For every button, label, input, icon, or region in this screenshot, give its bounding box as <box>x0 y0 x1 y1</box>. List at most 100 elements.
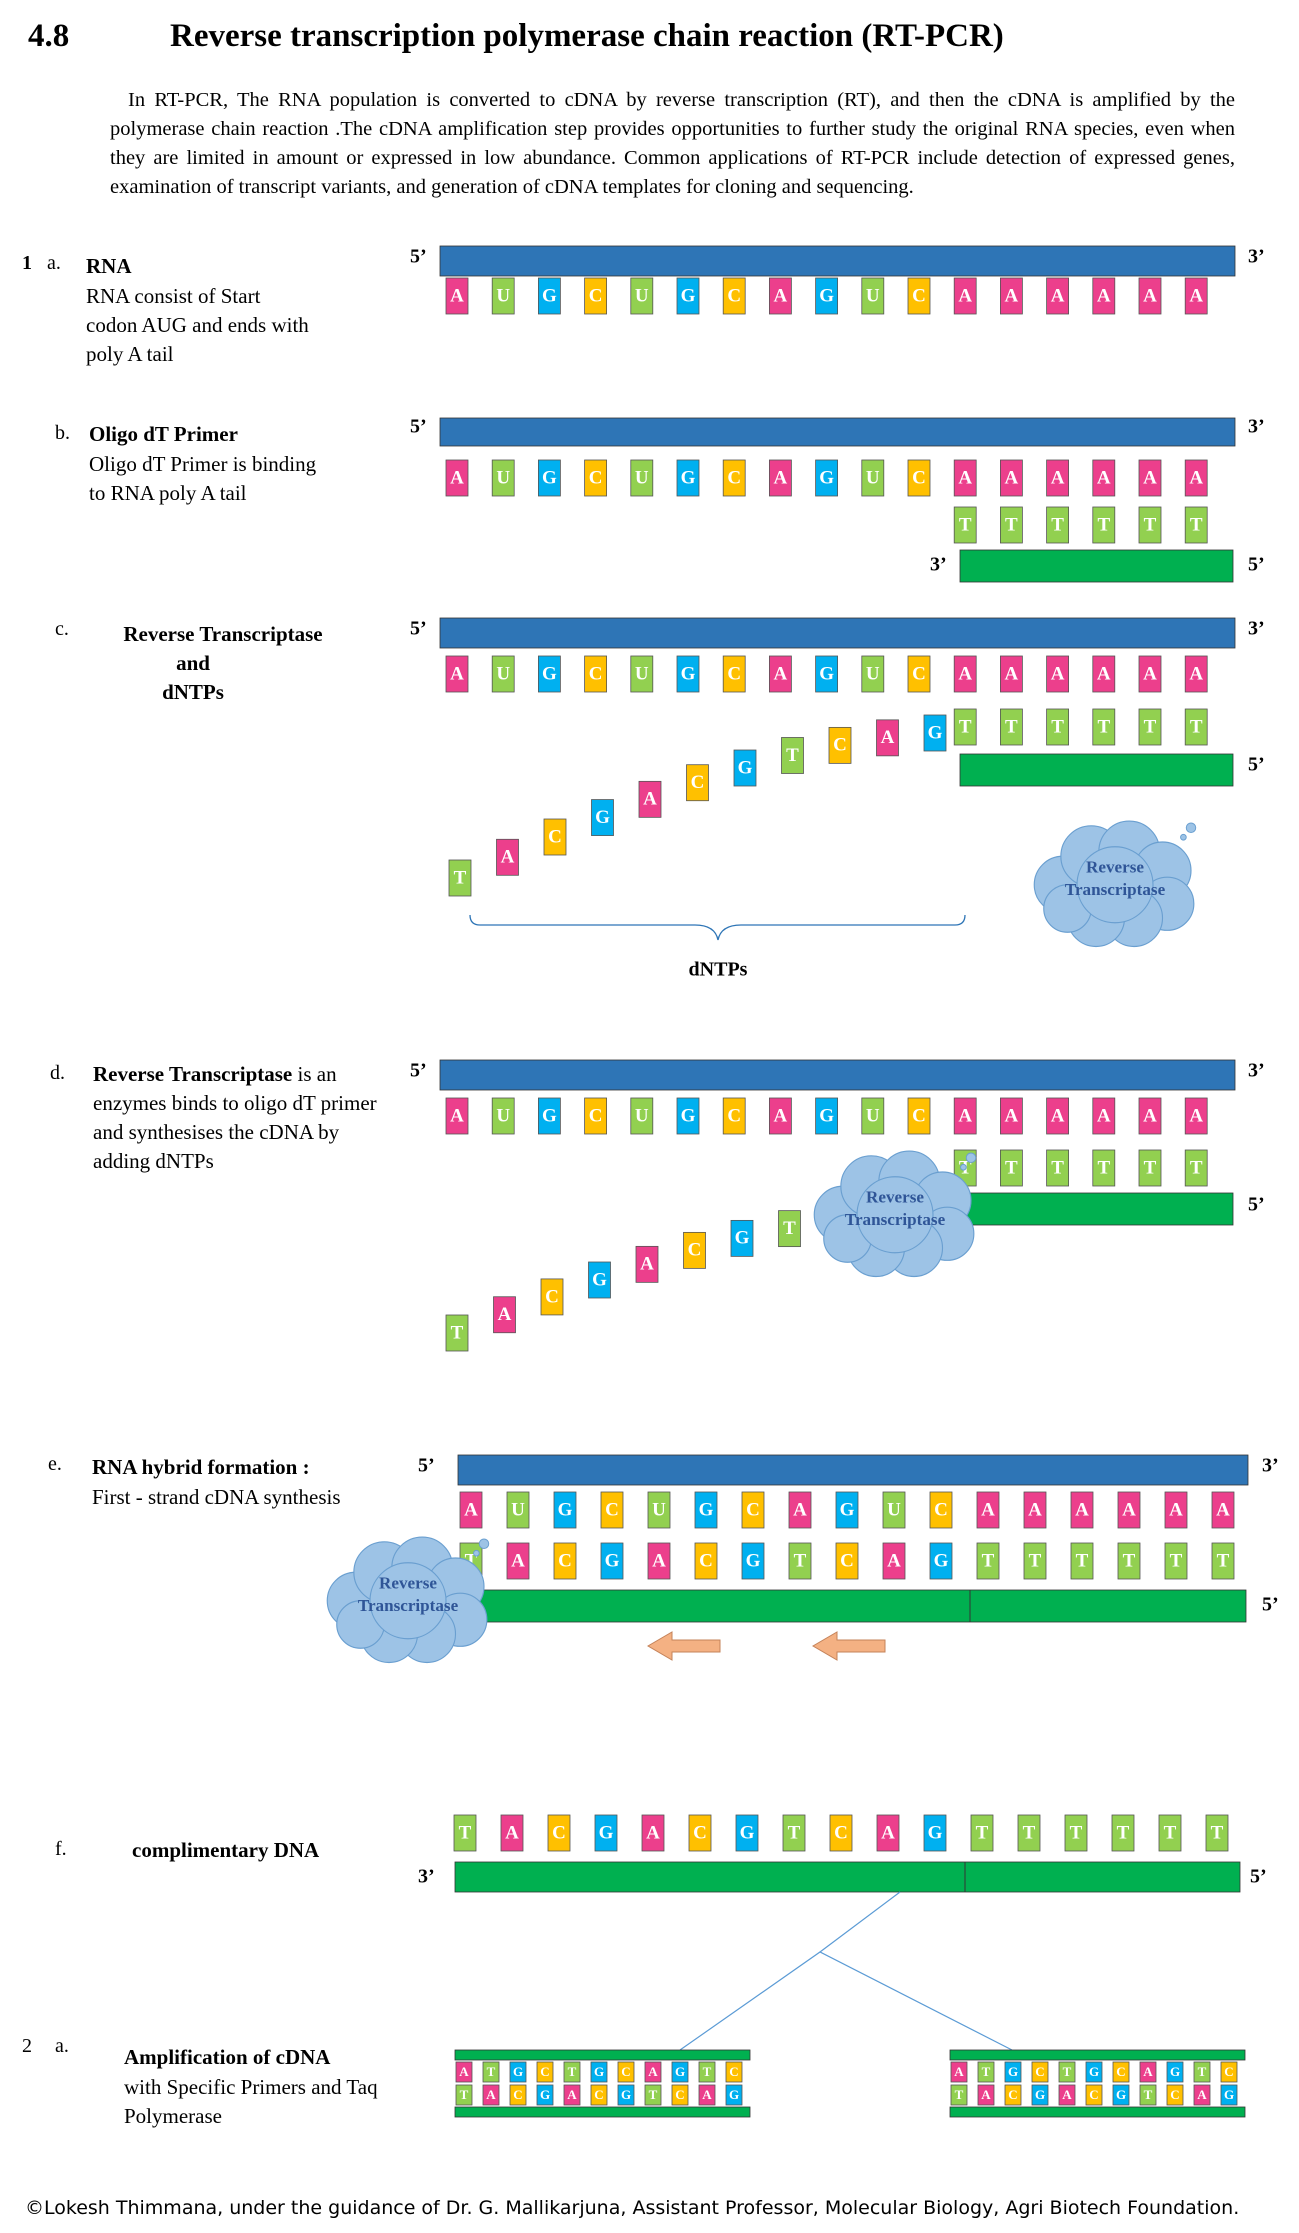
enzyme-e-bubble-1 <box>478 1538 490 1549</box>
amplicon-2-top-3-block <box>1031 2061 1049 2083</box>
rna-a-base-11-block <box>953 277 977 315</box>
amplicon-1-bottom-2-letter: C <box>513 2087 522 2102</box>
dntp-d-2: C <box>540 1278 564 1316</box>
primer-c-base-3-block <box>1092 708 1116 746</box>
rna-c-base-14-letter: A <box>1097 663 1111 684</box>
cdna-e-base-6-letter: G <box>746 1550 761 1571</box>
cdna-e-base-5-letter: C <box>699 1550 713 1571</box>
rna-e-base-9-letter: U <box>887 1499 901 1520</box>
cdna-f-base-7: T <box>782 1814 806 1852</box>
rna-e-base-9-block <box>882 1491 906 1529</box>
rna-d-base-15-block <box>1138 1097 1162 1135</box>
cdna-e-base-12-letter: T <box>1029 1550 1042 1571</box>
amplicon-2-bottom-7-block <box>1139 2084 1157 2106</box>
amplicon-2-top-10-letter: C <box>1224 2064 1233 2079</box>
amplicon-2-top-5-block <box>1085 2061 1103 2083</box>
rna-b-base-8-block <box>815 459 838 497</box>
amplicon-2-top-6-letter: C <box>1116 2064 1125 2079</box>
amplicon-2-bottom-8-block <box>1166 2084 1184 2106</box>
rna-c-base-9-block <box>861 655 885 693</box>
dntp-c-4: A <box>638 780 662 818</box>
step-1a-title: RNA <box>86 254 132 278</box>
primer-b-base-2-block <box>1046 506 1069 544</box>
amplicon-2-top-10: C <box>1220 2061 1238 2083</box>
rna-c-base-1-block <box>491 655 515 693</box>
rna-e-base-16: A <box>1211 1491 1235 1529</box>
primer-c-base-0-letter: T <box>959 716 972 737</box>
rna-e-base-8-block <box>835 1491 859 1529</box>
dntp-c-10: G <box>923 714 947 752</box>
cdna-e-base-11-block <box>976 1542 1000 1580</box>
amplicon-1-top-6-letter: C <box>621 2064 630 2079</box>
cdna-f-base-13-letter: T <box>1070 1822 1083 1843</box>
primer-b-base-0-letter: T <box>959 514 972 535</box>
dntp-c-8-block <box>828 726 852 764</box>
cdna-f-base-7-block <box>782 1814 806 1852</box>
rna-d-base-4: U <box>630 1097 654 1135</box>
enzyme-d-label-2: Transcriptase <box>845 1210 946 1229</box>
primer-b-base-4-block <box>1138 506 1162 544</box>
rna-a-base-9-letter: U <box>866 285 880 306</box>
rna-c-base-10-letter: C <box>912 663 926 684</box>
rna-c-base-14: A <box>1092 655 1116 693</box>
rna-b-base-15-block <box>1138 459 1162 497</box>
rna-c-base-2: G <box>538 655 561 693</box>
primer-backbone-c <box>959 753 1234 787</box>
cdna-e-base-13-block <box>1070 1542 1094 1580</box>
rna-d-base-1: U <box>491 1097 515 1135</box>
cdna-f-base-5: C <box>688 1814 712 1852</box>
amplification-connector-stem <box>819 1891 901 1953</box>
rna-a-base-11: A <box>953 277 977 315</box>
amplicon-2-top-10-block <box>1220 2061 1238 2083</box>
synthesis-direction-arrow-1 <box>812 1631 886 1661</box>
rna-e-base-15-block <box>1164 1491 1188 1529</box>
amplification-connector-lines <box>679 1951 1013 2051</box>
enzyme-d-fill <box>858 1179 932 1252</box>
cdna-e-base-10: G <box>929 1542 953 1580</box>
step-1b-title: Oligo dT Primer <box>89 422 238 446</box>
rna-e-base-16-letter: A <box>1216 1499 1230 1520</box>
cdna-f-base-9-block <box>876 1814 900 1852</box>
rna-c-base-4-block <box>630 655 654 693</box>
rna-d-base-4-block <box>630 1097 654 1135</box>
dntp-c-10-letter: G <box>928 722 943 743</box>
cdna-f-base-10-letter: G <box>928 1822 943 1843</box>
dntp-d-3-block <box>588 1261 611 1299</box>
amplicon-1-bottom-3-block <box>536 2084 554 2106</box>
cdna-f-base-1-block <box>500 1814 524 1852</box>
dntp-c-3-letter: G <box>595 807 610 828</box>
amplicon-1-bottom-4-letter: A <box>567 2087 577 2102</box>
cdna-f-base-14-letter: T <box>1117 1822 1130 1843</box>
amplicon-1-bottom-1-block <box>482 2084 500 2106</box>
rna-c-base-7-block <box>769 655 792 693</box>
amplicon-2-bottom-10-letter: G <box>1224 2087 1234 2102</box>
rna-e-base-11: A <box>976 1491 1000 1529</box>
amplicon-2-top-6-block <box>1112 2061 1130 2083</box>
rna-d-base-16: A <box>1184 1097 1208 1135</box>
amplicon-2-bottom-5-block <box>1085 2084 1103 2106</box>
amplicon-2-bottom-2-letter: C <box>1008 2087 1017 2102</box>
rna-a-base-0-letter: A <box>450 285 464 306</box>
amplicon-1-bottom-8: C <box>671 2084 689 2106</box>
amplicon-2-bottom-backbone <box>949 2106 1246 2118</box>
rna-e-base-1-block <box>506 1491 530 1529</box>
rna-b-base-5: G <box>676 459 700 497</box>
cdna-f-base-5-block <box>688 1814 712 1852</box>
primer-c-base-3-letter: T <box>1097 716 1110 737</box>
amplicon-2-top-2-letter: G <box>1008 2064 1018 2079</box>
rna-e-base-5: G <box>694 1491 718 1529</box>
rna-c-base-16: A <box>1184 655 1208 693</box>
primer-b-base-4: T <box>1138 506 1162 544</box>
step-1d-letter: d. <box>50 1062 65 1084</box>
amplicon-1-top-1: T <box>482 2061 500 2083</box>
rna-e-base-5-letter: G <box>699 1499 714 1520</box>
amplicon-2-bottom-8: C <box>1166 2084 1184 2106</box>
rna-d-base-14-block <box>1092 1097 1116 1135</box>
amplicon-2-top-1: T <box>977 2061 995 2083</box>
amplicon-2-bottom-1-letter: A <box>981 2087 991 2102</box>
enzyme-c-fill <box>1078 849 1152 922</box>
rna-a-base-10-block <box>907 277 931 315</box>
rna-b-base-9: U <box>861 459 885 497</box>
primer-d-base-2-letter: T <box>1051 1157 1064 1178</box>
rna-b-base-2-block <box>538 459 561 497</box>
